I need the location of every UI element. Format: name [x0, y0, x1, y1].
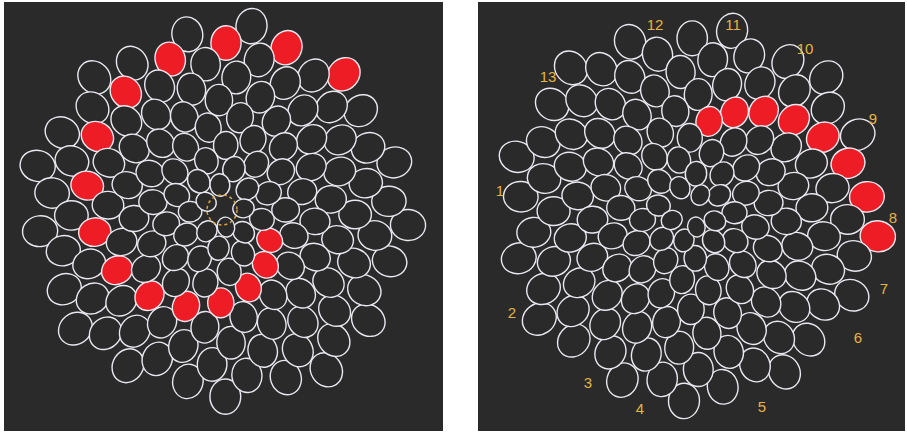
- cone-scale: [193, 189, 220, 216]
- cone-scale: [320, 153, 360, 190]
- callout-number: 13: [540, 69, 557, 84]
- cone-scale: [192, 217, 221, 246]
- pinecone-right: [495, 10, 897, 419]
- callout-number: 11: [725, 17, 741, 32]
- callout-number: 1: [496, 183, 504, 198]
- callout-number: 6: [854, 330, 862, 345]
- cone-scale: [685, 215, 707, 239]
- callout-number: 10: [797, 41, 814, 56]
- cone-scale: [666, 173, 694, 202]
- callout-number: 9: [869, 111, 877, 126]
- callout-number: 3: [584, 375, 592, 390]
- callout-number: 4: [636, 401, 644, 416]
- callout-number: 7: [880, 281, 888, 296]
- cone-scale: [215, 215, 237, 239]
- center-marker: [207, 195, 237, 225]
- cone-scale: [688, 182, 713, 209]
- right-panel: [478, 2, 905, 431]
- callout-number: 5: [758, 399, 766, 414]
- cone-scale: [209, 173, 231, 197]
- pinecone-left: [17, 6, 427, 414]
- left-panel: [4, 2, 443, 431]
- cone-scale: [658, 207, 685, 232]
- callout-number: 12: [647, 17, 664, 32]
- callout-number: 2: [508, 305, 516, 320]
- callout-number: 8: [889, 210, 897, 225]
